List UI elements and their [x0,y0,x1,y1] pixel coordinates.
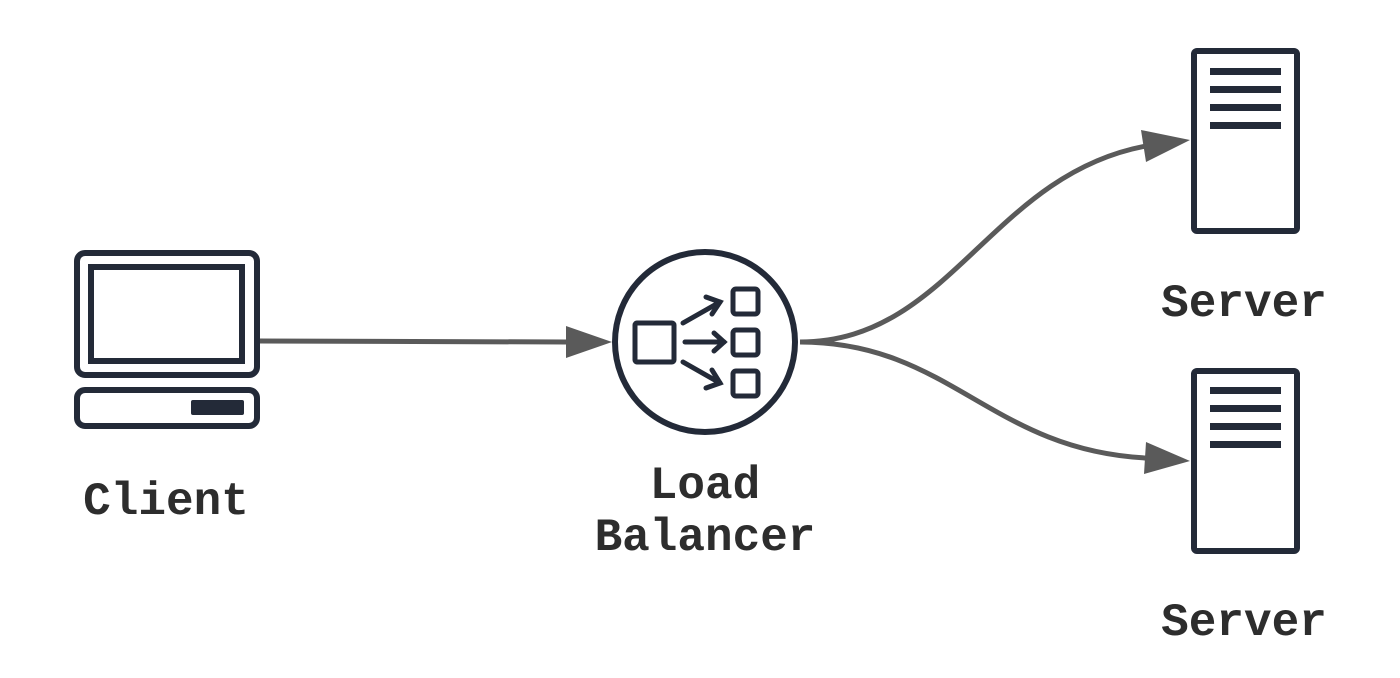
laptop-screen [88,264,245,364]
connector-curve [799,339,1147,461]
arrowhead [1144,442,1190,474]
laptop-drive-slot [191,400,244,415]
laptop-icon [74,250,260,429]
server-icon [1191,368,1300,554]
target-box-top [730,286,761,317]
server-icon [1191,48,1300,234]
source-box [632,320,677,365]
connector-client-to-load-balancer [257,326,612,358]
arrowhead [566,326,612,358]
server-top-label: Server [1161,278,1327,330]
server-top-body [1191,48,1300,234]
laptop-base [74,387,260,429]
server-bottom-label: Server [1161,597,1327,649]
load-balancer-icon [612,249,798,435]
client-label: Client [83,476,249,528]
load-balancer-label-line2: Balancer [595,512,816,564]
connector-load-balancer-to-server-top [799,130,1190,345]
distribution-arrows [680,294,728,391]
laptop-screen-frame [74,250,260,378]
server-bottom-body [1191,368,1300,554]
arrowhead [1141,130,1190,162]
connector-curve [799,143,1147,345]
connector-load-balancer-to-server-bottom [799,339,1190,474]
load-balancer-circle [612,249,798,435]
target-box-middle [730,327,761,358]
connector-line [257,338,567,345]
load-balancer-label-line1: Load [650,460,760,512]
target-box-bottom [730,368,761,399]
